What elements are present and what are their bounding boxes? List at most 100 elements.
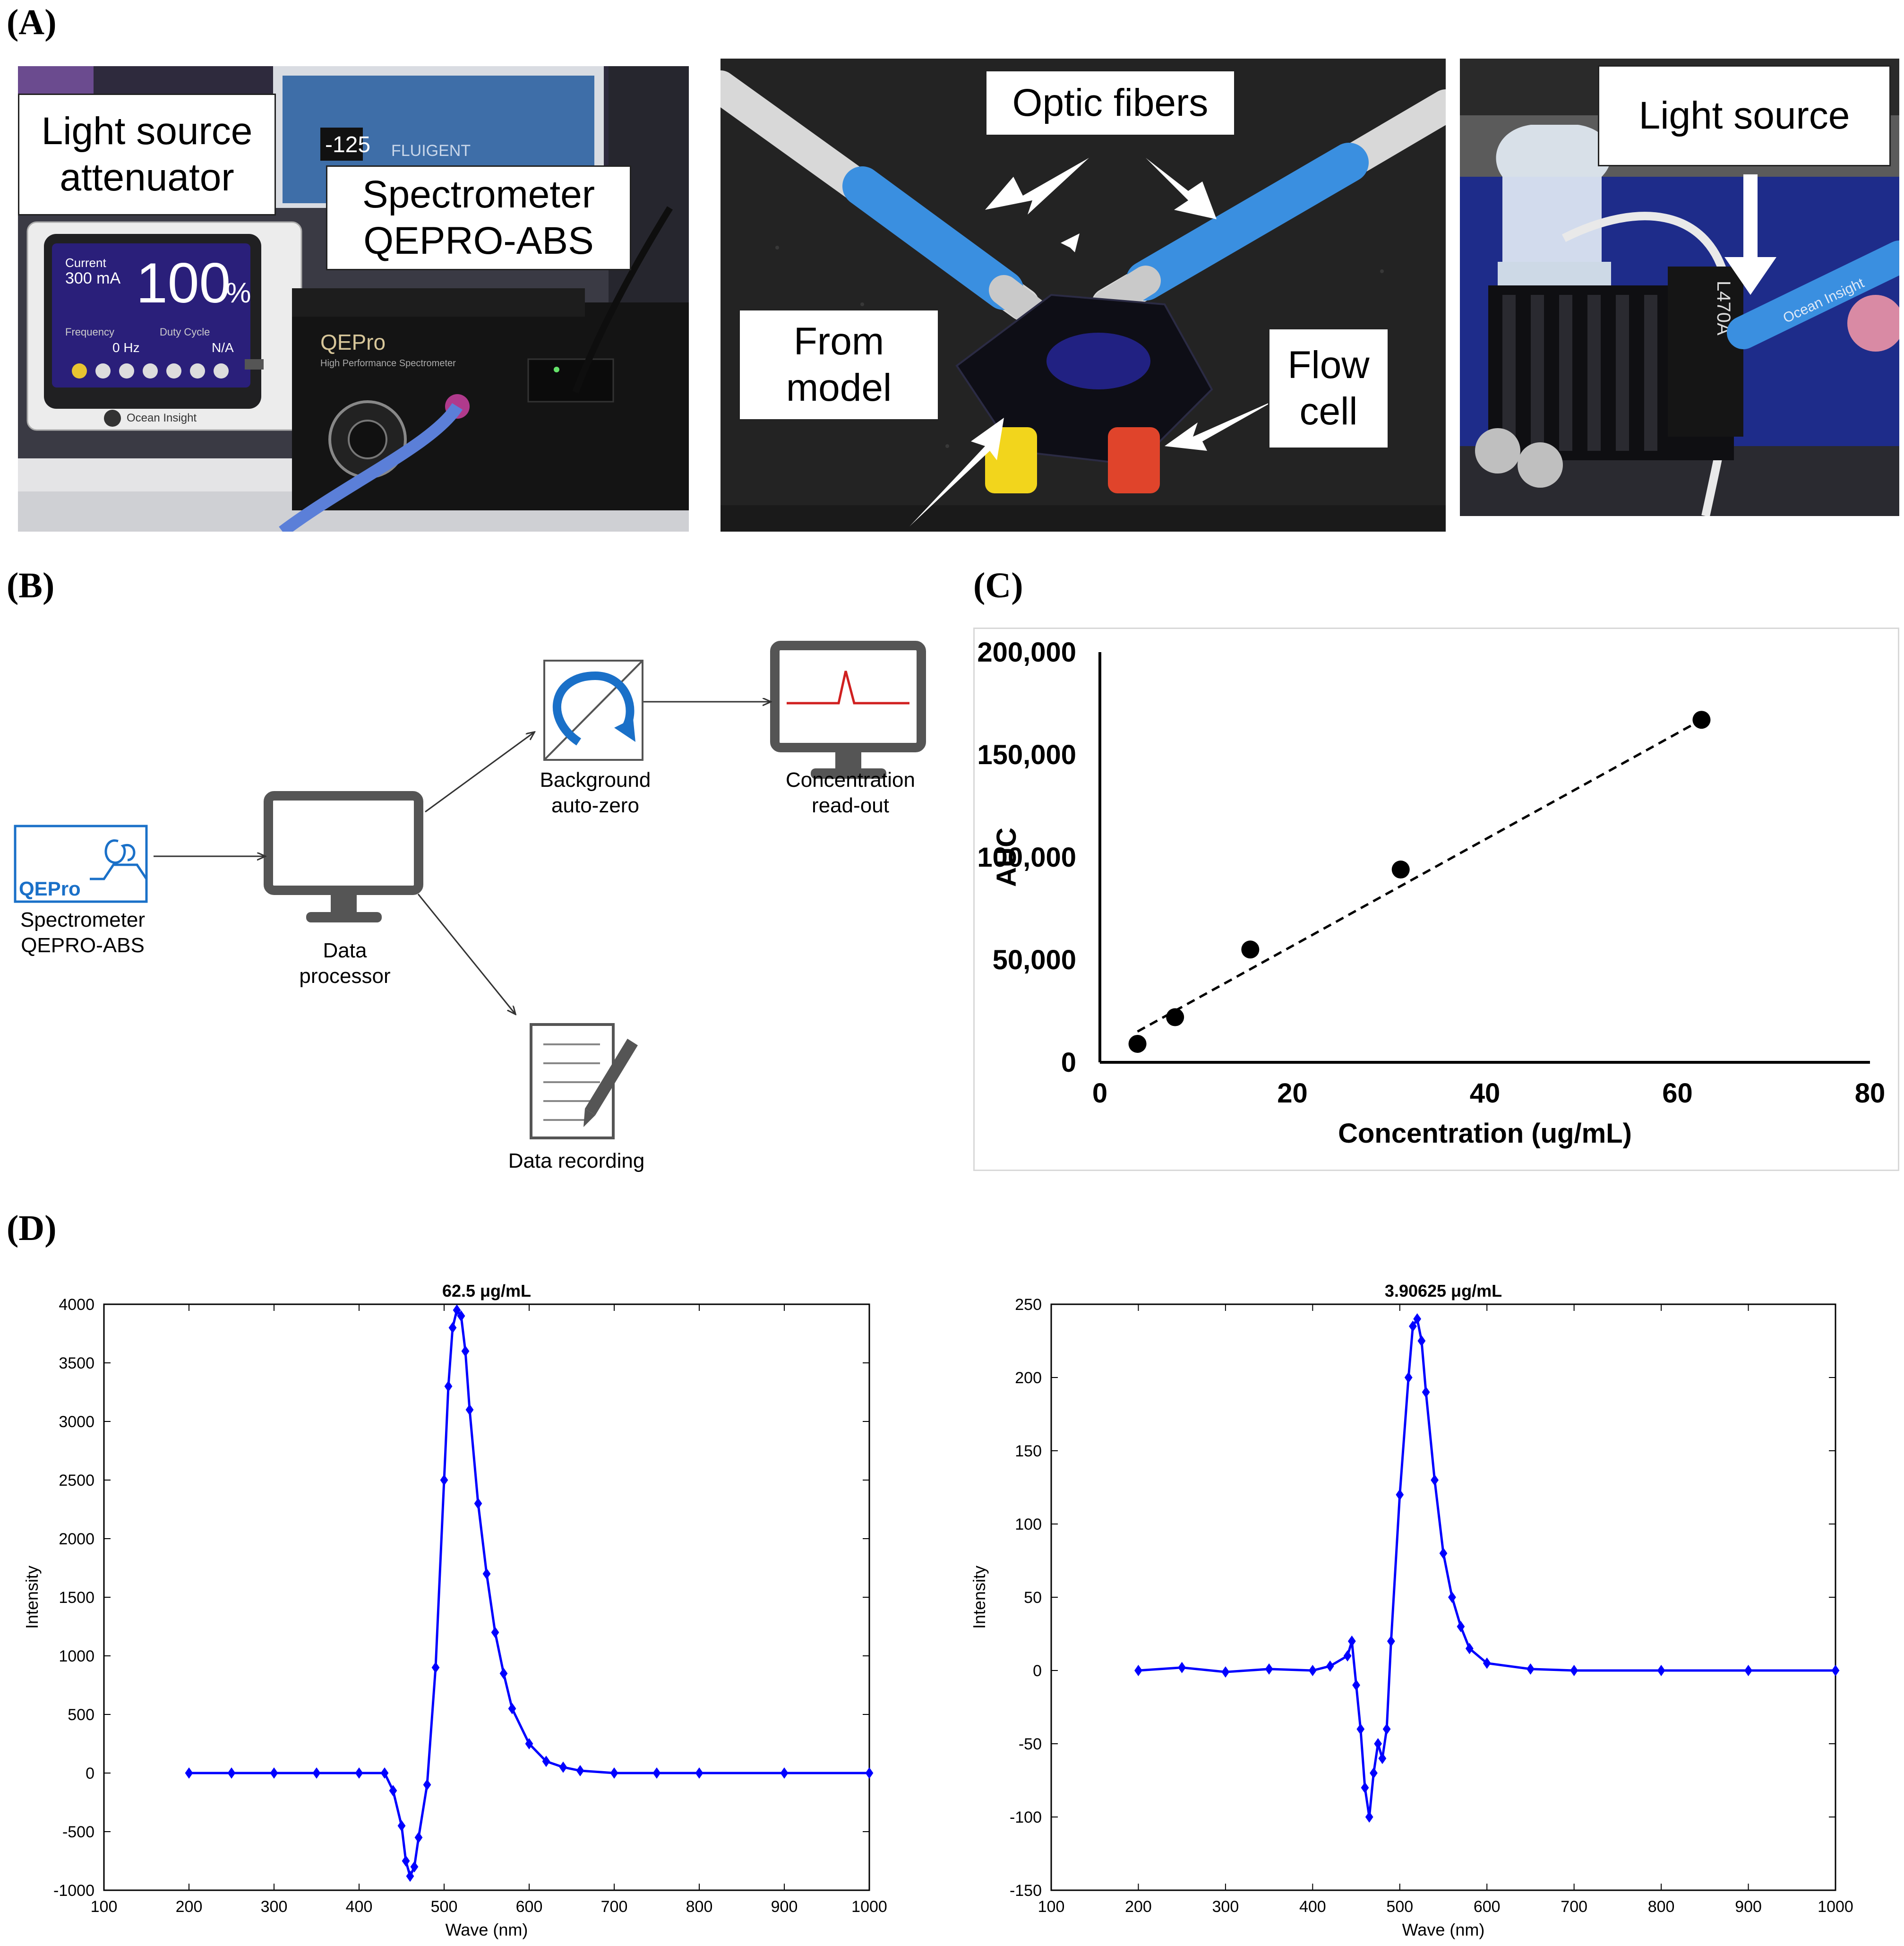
chart-d1-x-tick-label: 100 bbox=[91, 1898, 118, 1916]
callout-from-model-line2: model bbox=[786, 366, 892, 409]
chart-d1-marker bbox=[576, 1765, 584, 1777]
chart-c-point bbox=[1391, 861, 1410, 879]
screen-percent-suffix: % bbox=[226, 277, 251, 309]
callout-spectrometer-line1: Spectrometer bbox=[362, 173, 595, 216]
chart-d2-marker bbox=[1465, 1643, 1474, 1654]
chart-d2-marker bbox=[1439, 1548, 1448, 1559]
chart-d2-y-tick-label: 250 bbox=[1015, 1296, 1042, 1314]
chart-d1-marker bbox=[414, 1832, 423, 1843]
panel-label-a: (A) bbox=[7, 2, 57, 42]
label-background-auto-zero: Background auto-zero bbox=[515, 767, 676, 818]
chart-c-y-tick-label: 100,000 bbox=[977, 842, 1076, 873]
callout-flow-cell-line2: cell bbox=[1299, 390, 1358, 433]
photo-2-illustration bbox=[720, 59, 1446, 532]
callout-flow-cell-line1: Flow bbox=[1287, 344, 1370, 387]
spectrometer-icon: QEPro bbox=[14, 825, 148, 903]
chart-d1-marker bbox=[406, 1870, 414, 1882]
chart-d1-y-tick-label: -1000 bbox=[53, 1882, 94, 1900]
chart-d1-marker bbox=[444, 1380, 453, 1392]
chart-d1-marker bbox=[440, 1474, 448, 1486]
chart-d2-x-tick-label: 400 bbox=[1299, 1898, 1326, 1916]
flowchart: QEPro bbox=[14, 641, 926, 1139]
chart-d2-x-tick-label: 800 bbox=[1648, 1898, 1675, 1916]
callout-spectrometer: Spectrometer QEPRO-ABS bbox=[326, 165, 631, 270]
chart-d1-marker bbox=[652, 1767, 661, 1779]
chart-d1-y-tick-label: 500 bbox=[68, 1706, 94, 1724]
chart-d1-marker bbox=[461, 1345, 470, 1357]
chart-d2-marker bbox=[1326, 1660, 1334, 1672]
chart-d1-marker bbox=[380, 1767, 389, 1779]
chart-d2-y-axis-label: Intensity bbox=[969, 1566, 989, 1629]
chart-d1-x-tick-label: 600 bbox=[516, 1898, 543, 1916]
chart-d2-y-tick-label: 0 bbox=[1033, 1662, 1042, 1680]
chart-d2-marker bbox=[1527, 1663, 1535, 1675]
chart-d2-y-tick-label: -150 bbox=[1010, 1882, 1042, 1900]
chart-c-x-tick-label: 0 bbox=[1092, 1078, 1107, 1109]
concentration-readout-icon bbox=[770, 641, 926, 779]
chart-d2-marker bbox=[1422, 1386, 1430, 1398]
chart-d1-marker bbox=[423, 1779, 431, 1791]
data-recording-icon bbox=[530, 1023, 638, 1139]
chart-d2-plot-area bbox=[1050, 1303, 1836, 1891]
chart-c-trendline bbox=[1137, 719, 1702, 1033]
spectrometer-icon-label: QEPro bbox=[19, 878, 81, 900]
chart-d1-y-tick-label: 1000 bbox=[59, 1647, 94, 1665]
chart-d2-x-tick-label: 500 bbox=[1386, 1898, 1413, 1916]
callout-light-source: Light source bbox=[1598, 65, 1891, 166]
screen-icon-row bbox=[72, 363, 229, 379]
chart-d1-marker bbox=[355, 1767, 363, 1779]
chart-d2-marker bbox=[1361, 1782, 1369, 1793]
chart-d1-marker bbox=[610, 1767, 618, 1779]
chart-d1-y-tick-label: 3000 bbox=[59, 1413, 94, 1431]
chart-d1-marker bbox=[499, 1668, 508, 1679]
photo-flow-cell: Optic fibers From model Flow cell bbox=[720, 59, 1446, 532]
chart-d1-marker bbox=[389, 1785, 397, 1797]
chart-d2-marker bbox=[1483, 1657, 1491, 1669]
chart-d1-marker bbox=[525, 1738, 533, 1749]
chart-spectrum-62-5: -1000-5000500100015002000250030003500400… bbox=[22, 1281, 887, 1939]
chart-d2-x-tick-label: 900 bbox=[1735, 1898, 1762, 1916]
label-spectrometer: Spectrometer QEPRO-ABS bbox=[0, 907, 165, 958]
label-data-processor: Data processor bbox=[265, 938, 425, 989]
chart-d1-title: 62.5 μg/mL bbox=[442, 1281, 531, 1300]
callout-flow-cell: Flow cell bbox=[1268, 328, 1389, 449]
chart-d1-x-tick-label: 500 bbox=[431, 1898, 458, 1916]
chart-d2-marker bbox=[1457, 1621, 1465, 1632]
screen-freq: 0 Hz bbox=[112, 340, 140, 355]
chart-c-point bbox=[1692, 711, 1711, 729]
chart-d1-marker bbox=[695, 1767, 703, 1779]
chart-d2-x-tick-label: 100 bbox=[1038, 1898, 1065, 1916]
chart-c-frame bbox=[973, 628, 1899, 1171]
chart-d1-marker bbox=[453, 1304, 461, 1316]
chart-d2-x-tick-label: 600 bbox=[1474, 1898, 1501, 1916]
chart-c-point bbox=[1166, 1008, 1184, 1026]
callout-from-model: From model bbox=[738, 309, 939, 421]
chart-c-point bbox=[1241, 940, 1260, 959]
chart-d1-x-tick-label: 900 bbox=[771, 1898, 798, 1916]
label-data-recording-text: Data recording bbox=[508, 1149, 645, 1172]
label-data-processor-line1: Data bbox=[323, 939, 367, 962]
chart-d1-marker bbox=[474, 1498, 482, 1509]
chart-d1-marker bbox=[865, 1767, 874, 1779]
chart-d2-x-tick-label: 700 bbox=[1561, 1898, 1587, 1916]
chart-c-x-axis-label: Concentration (ug/mL) bbox=[1338, 1118, 1632, 1149]
label-concentration-line1: Concentration bbox=[786, 768, 915, 792]
chart-d1-marker bbox=[559, 1761, 567, 1773]
chart-d1-x-axis-label: Wave (nm) bbox=[446, 1920, 528, 1939]
chart-d1-y-tick-label: 1500 bbox=[59, 1589, 94, 1607]
chart-d1-marker bbox=[465, 1404, 474, 1416]
screen-current: 300 mA bbox=[65, 269, 120, 287]
label-background-line1: Background bbox=[540, 768, 651, 792]
photo-light-source: L470A Ocean Insight Light source bbox=[1460, 59, 1899, 516]
chart-d2-x-tick-label: 1000 bbox=[1818, 1898, 1853, 1916]
chart-d2-marker bbox=[1378, 1753, 1387, 1764]
background-auto-zero-icon bbox=[543, 660, 643, 761]
chart-d1-plot-area bbox=[103, 1303, 870, 1891]
photo-2-arrows bbox=[909, 158, 1278, 526]
label-concentration-line2: read-out bbox=[812, 794, 889, 817]
chart-d1-y-tick-label: 2000 bbox=[59, 1530, 94, 1548]
chart-d1-marker bbox=[780, 1767, 789, 1779]
screen-duty-label: Duty Cycle bbox=[160, 326, 210, 338]
chart-d2-marker bbox=[1744, 1665, 1752, 1676]
chart-d1-x-tick-label: 400 bbox=[346, 1898, 373, 1916]
